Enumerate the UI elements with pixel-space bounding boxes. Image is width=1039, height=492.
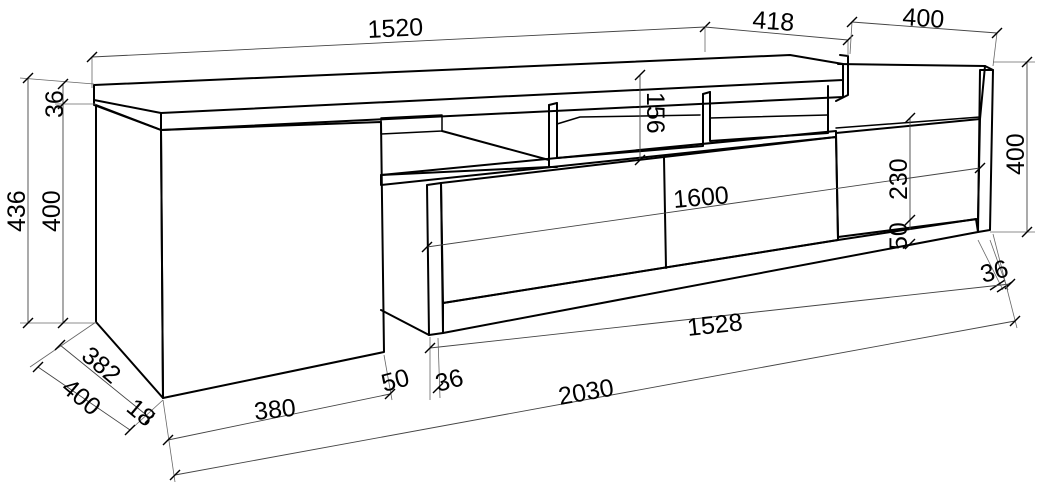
label-top-thickness: 36 <box>41 90 69 118</box>
plinth-left-return <box>380 309 430 336</box>
dim-line-top-length <box>91 26 706 58</box>
dim-line-depth-inner <box>59 344 151 419</box>
right-side-cap <box>984 65 994 71</box>
dim-line-front-width <box>426 167 981 248</box>
right-side-panel <box>977 69 994 233</box>
shelf-inner-2 <box>556 114 701 125</box>
divider-1 <box>548 102 558 106</box>
shelf-back-left <box>380 114 443 135</box>
label-cabinet-width: 380 <box>253 394 297 426</box>
label-right-height: 400 <box>1002 133 1030 175</box>
shelf-depth-line <box>441 130 550 161</box>
label-bottom-width: 1528 <box>686 308 744 342</box>
label-plinth-gap: 50 <box>885 222 913 250</box>
right-top-edge <box>835 116 981 129</box>
dim-line-side-depth <box>704 26 849 41</box>
middle-rail <box>380 130 837 186</box>
furniture-outline <box>93 54 994 399</box>
divider-2 <box>702 91 711 95</box>
label-rear-depth: 400 <box>902 3 946 34</box>
dim-line-overall-width <box>174 320 1016 476</box>
label-total-height: 436 <box>3 190 31 232</box>
drawer-front <box>440 136 839 304</box>
left-cabinet-front <box>160 121 385 399</box>
label-overall-width: 2030 <box>556 374 616 411</box>
dim-line-bottom-width <box>429 283 1011 349</box>
shelf-inner-3 <box>709 114 829 119</box>
label-gap-left: 50 <box>378 364 412 398</box>
right-back-top <box>837 63 986 120</box>
dim-line-depth-outer <box>37 366 131 431</box>
label-side-depth: 418 <box>752 6 796 37</box>
label-front-width: 1600 <box>672 181 730 214</box>
dimension-labels: 1520 418 400 36 436 400 156 1600 230 50 … <box>3 3 1030 432</box>
label-drawer-height: 230 <box>885 158 913 200</box>
dim-line-cabinet-width <box>167 393 391 441</box>
top-slab-front-edge <box>93 79 844 131</box>
dimension-lines <box>19 16 1035 483</box>
label-shelf-height: 156 <box>641 92 669 134</box>
dim-line-rear-depth <box>851 21 998 34</box>
right-back-upright <box>835 54 849 102</box>
shelf-compartment-2 <box>556 93 704 159</box>
label-top-length: 1520 <box>367 13 424 44</box>
top-slab-upper <box>93 54 844 114</box>
label-panel-left: 36 <box>432 364 466 398</box>
label-cabinet-height: 400 <box>38 190 66 232</box>
label-side-panel: 36 <box>977 255 1011 289</box>
plinth <box>442 218 979 334</box>
